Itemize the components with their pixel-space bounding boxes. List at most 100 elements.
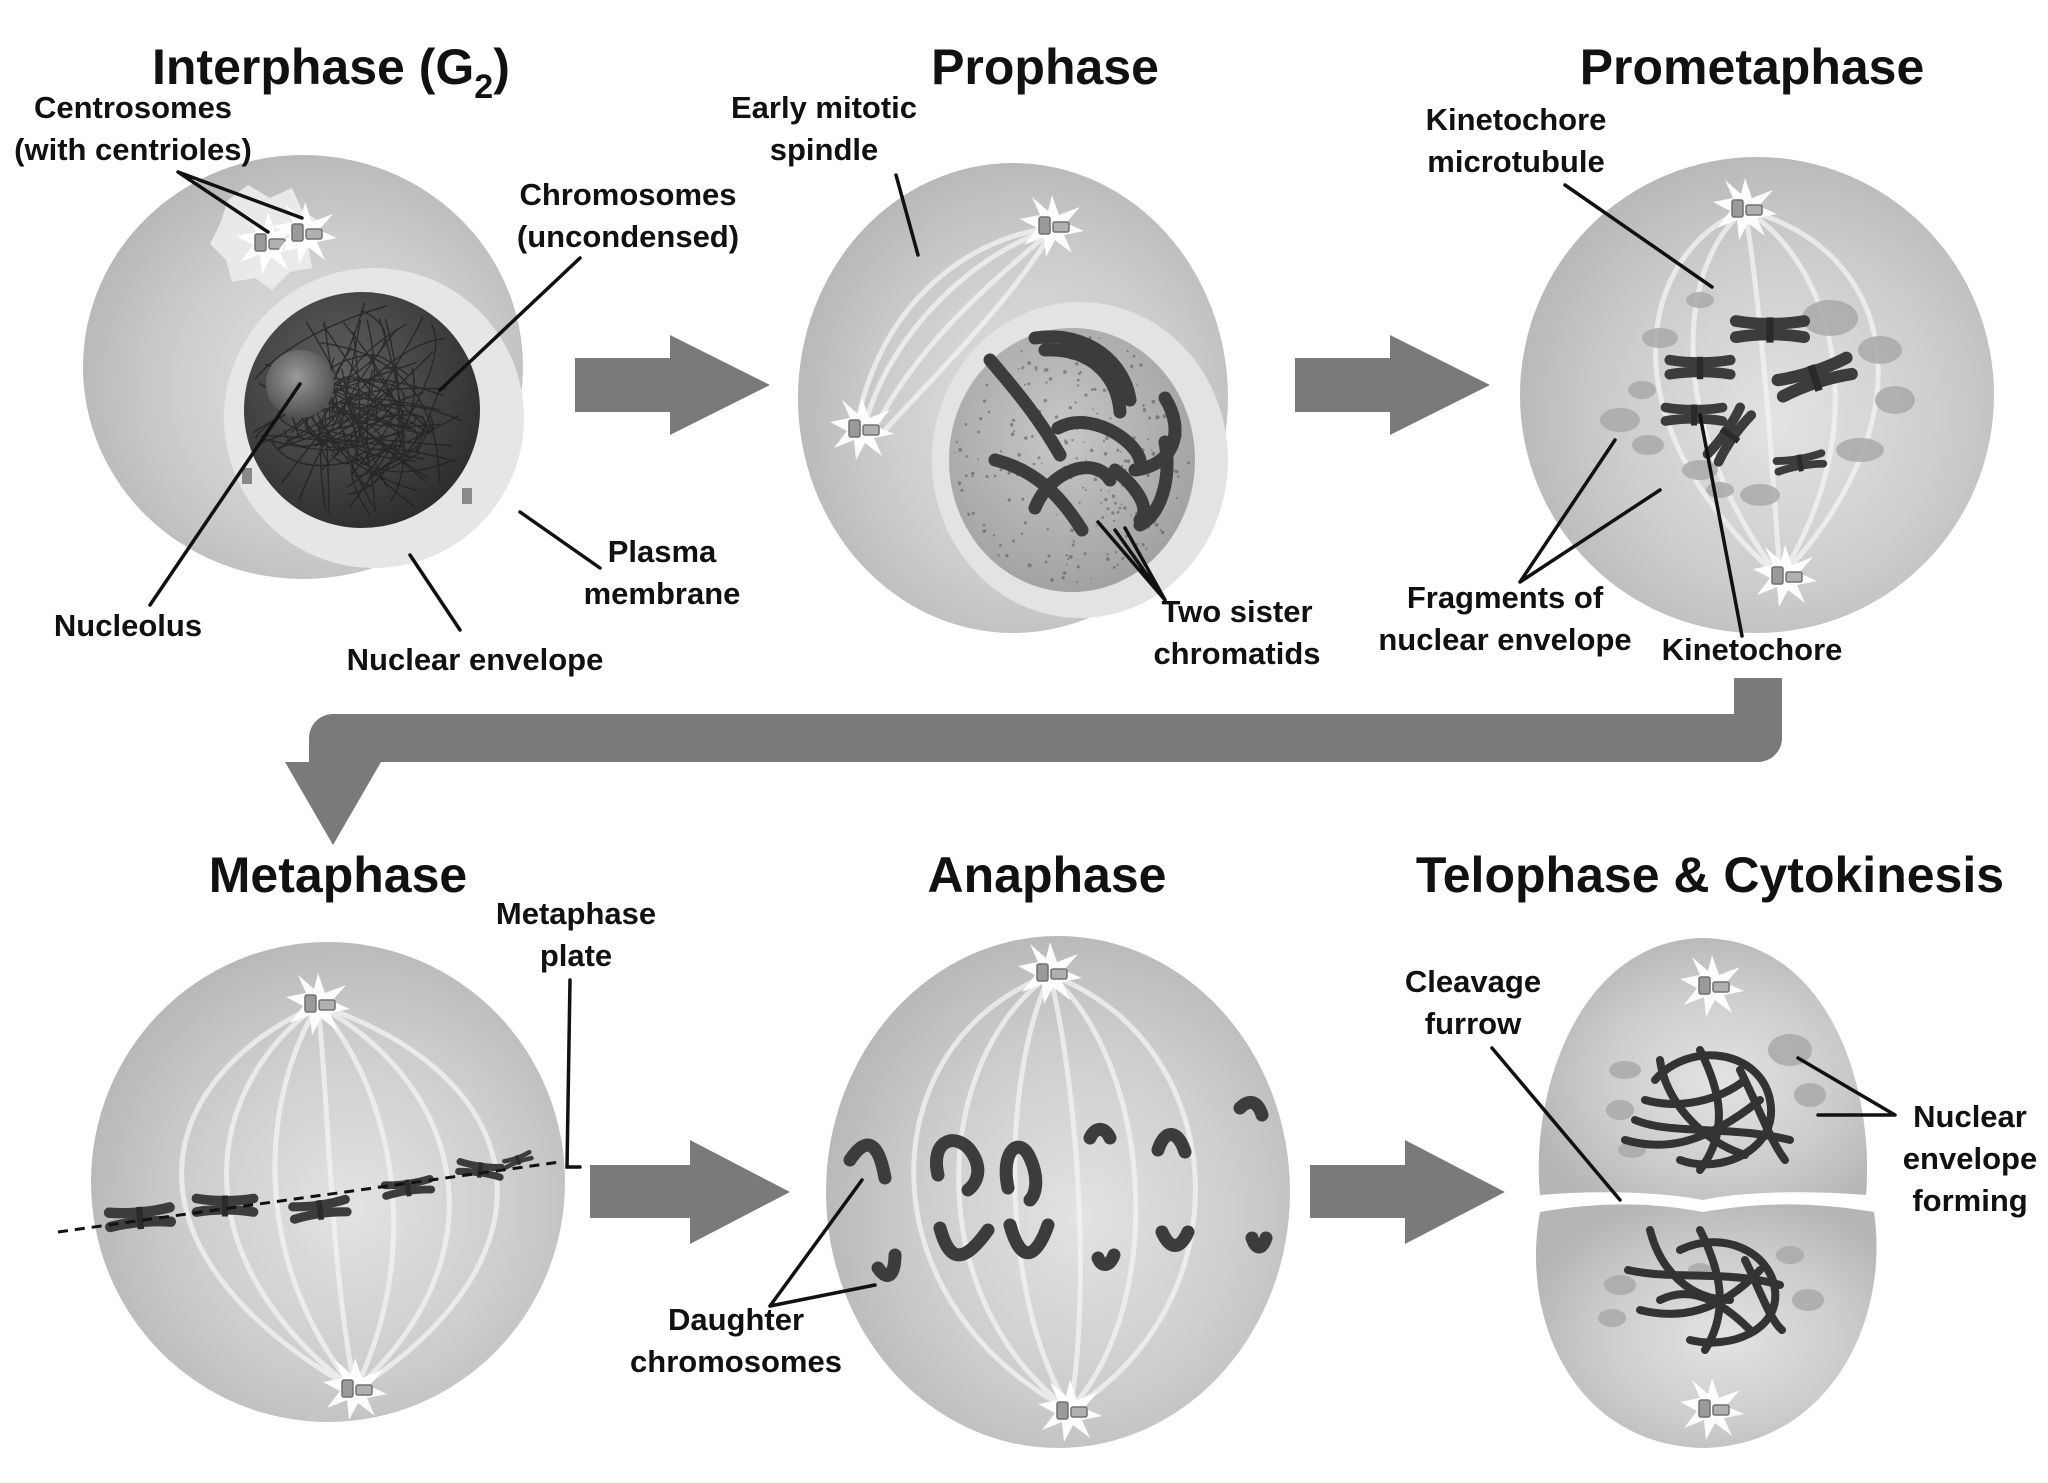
speckle-dot (1120, 503, 1123, 506)
chromatin-strand (378, 318, 405, 502)
speckle-dot (1005, 553, 1009, 558)
speckle-dot (1132, 354, 1136, 358)
speckle-dot (1105, 436, 1109, 440)
speckle-dot (1076, 565, 1080, 569)
chromatin-strand (299, 416, 340, 456)
chromatin-strand (351, 397, 441, 413)
speckle-dot (1175, 497, 1178, 499)
speckle-dot (1020, 350, 1023, 353)
chromatin-strand (322, 324, 418, 425)
condensed-chromosomes (983, 330, 1182, 537)
label-kinetochore-mt-line2: microtubule (1427, 144, 1604, 179)
nuclear-envelope-fragments (1600, 292, 1915, 506)
speckle-dot (958, 483, 961, 486)
speckle-dot (1043, 368, 1047, 372)
label-chromosomes-line1: Chromosomes (519, 177, 736, 212)
title-telophase: Telophase & Cytokinesis (1416, 847, 2004, 903)
speckle-dot (1150, 449, 1153, 451)
speckle-dot (998, 544, 1002, 547)
chromatin-strand (318, 387, 447, 467)
speckle-dot (1063, 571, 1067, 575)
speckle-dot (1146, 473, 1150, 478)
label-daughter-line1: Daughter (668, 1302, 804, 1337)
decondensing-chromosomes-bottom (1624, 1226, 1786, 1354)
speckle-dot (1103, 452, 1108, 456)
speckle-dot (964, 474, 968, 478)
speckle-dot (960, 488, 964, 492)
chromatin-strand (347, 318, 400, 496)
speckle-dot (1044, 560, 1048, 564)
speckle-dot (1034, 366, 1038, 370)
speckle-dot (1136, 384, 1138, 387)
speckle-dot (1114, 501, 1117, 505)
speckle-dot (1147, 438, 1150, 441)
cell-body (91, 942, 565, 1422)
speckle-dot (1090, 388, 1094, 391)
speckle-dot (1102, 388, 1107, 392)
speckle-dot (997, 554, 1000, 557)
speckle-dot (1068, 406, 1073, 410)
speckle-dot (1027, 361, 1032, 366)
label-fragments-line2: nuclear envelope (1378, 622, 1631, 657)
speckle-dot (964, 423, 968, 426)
leader-cleavage-furrow (1490, 1046, 1622, 1202)
prometaphase-cell (1520, 157, 1994, 633)
speckle-dot (1021, 366, 1025, 369)
speckle-dot (1083, 441, 1085, 443)
speckle-dot (1064, 439, 1067, 442)
speckle-dot (1083, 552, 1087, 556)
speckle-dot (1017, 453, 1022, 457)
speckle-dot (1160, 530, 1165, 535)
leader-early-spindle (894, 173, 920, 257)
speckle-dot (982, 529, 986, 533)
speckle-dot (1187, 461, 1191, 465)
speckle-dot (1139, 363, 1143, 367)
chromatin-strand (330, 346, 440, 428)
daughter-cell-top (1538, 938, 1868, 1200)
title-anaphase: Anaphase (928, 847, 1167, 903)
speckle-dot (1017, 367, 1020, 370)
speckle-dot (1078, 372, 1081, 375)
speckle-dot (955, 440, 959, 444)
speckle-dot (1142, 404, 1145, 407)
speckle-dot (1012, 539, 1015, 543)
speckle-dot (967, 512, 971, 516)
chromatin-strand (340, 320, 362, 425)
telophase-cell (1535, 938, 1877, 1448)
speckle-dot (1076, 378, 1080, 382)
speckle-dot (1030, 435, 1034, 438)
speckle-dot (1126, 459, 1131, 464)
label-nuclear-envelope: Nuclear envelope (347, 642, 604, 677)
metaphase-cell (57, 942, 565, 1422)
chromatin-strand (320, 342, 440, 483)
speckle-dot (1126, 350, 1129, 353)
speckle-dot (1056, 514, 1058, 516)
label-sister-chromatids-line1: Two sister (1161, 594, 1312, 629)
speckle-dot (985, 474, 989, 479)
speckle-dot (1148, 416, 1152, 420)
label-kinetochore-mt-line1: Kinetochore (1426, 102, 1607, 137)
speckle-dot (1123, 506, 1127, 510)
spindle-microtubules (911, 972, 1198, 1413)
label-ne-forming-line2: envelope (1903, 1141, 2037, 1176)
chromatin-strand (368, 451, 421, 479)
chromatin-strand (344, 323, 413, 460)
speckle-dot (1035, 369, 1038, 372)
speckle-dot (1068, 555, 1073, 559)
speckle-dot (982, 523, 986, 527)
speckle-dot (1104, 497, 1108, 502)
speckle-dot (1023, 383, 1026, 386)
speckle-dot (1113, 519, 1116, 522)
speckle-dot (1066, 563, 1068, 566)
speckle-dot (971, 475, 974, 478)
speckle-dot (1151, 399, 1156, 404)
speckle-dot (971, 511, 975, 515)
speckle-dot (1063, 370, 1067, 374)
early-spindle (855, 225, 1053, 432)
label-kinetochore: Kinetochore (1662, 632, 1843, 667)
speckle-dot (1096, 412, 1099, 415)
speckle-dot (977, 430, 981, 434)
chromatin-strand (280, 338, 445, 484)
